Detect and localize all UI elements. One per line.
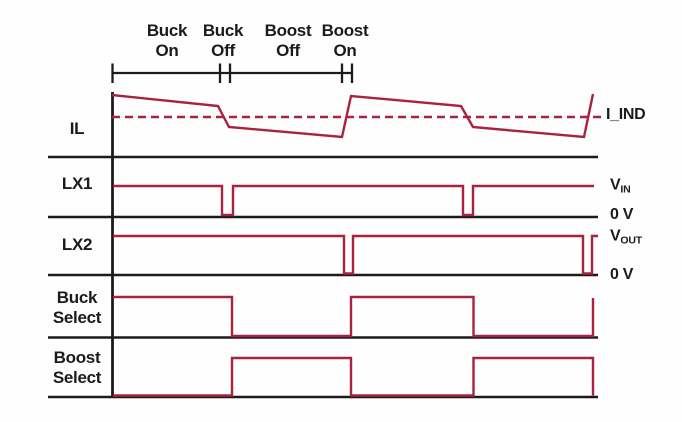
row-label-boost-select: Boost Select [52, 348, 102, 387]
buck-select-waveform [113, 295, 595, 338]
phase-label-boost-off: Boost Off [264, 21, 312, 60]
lx1-zero-volt-label: 0 V [610, 206, 634, 223]
phase-label-boost-on: Boost On [321, 21, 369, 60]
row-label-buck-select: Buck Select [52, 288, 102, 327]
vin-label: VIN [610, 176, 631, 196]
boost-select-waveform [113, 356, 595, 397]
i-ind-label: I_IND [606, 106, 646, 123]
vout-label: VOUT [610, 227, 642, 247]
row-label-lx1: LX1 [61, 174, 93, 193]
vout-label-main: V [610, 227, 621, 245]
phase-label-buck-on: Buck On [146, 21, 188, 60]
row-label-il: IL [69, 119, 85, 138]
vout-label-subscript: OUT [620, 234, 642, 247]
lx2-zero-volt-label: 0 V [610, 266, 634, 283]
vin-label-subscript: IN [620, 183, 631, 196]
phase-label-buck-off: Buck Off [202, 21, 244, 60]
row-label-lx2: LX2 [61, 235, 93, 254]
vin-label-main: V [610, 176, 621, 194]
il-waveform [111, 93, 595, 139]
lx1-waveform [113, 184, 594, 217]
lx2-waveform [113, 234, 598, 275]
